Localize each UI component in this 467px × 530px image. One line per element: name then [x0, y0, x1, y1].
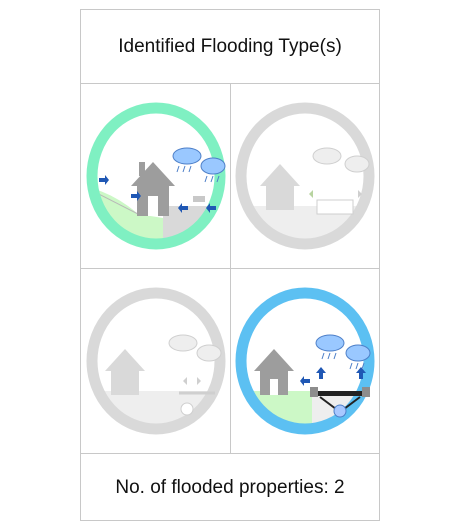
drainage-flooding-icon	[86, 287, 225, 435]
panel-title: Identified Flooding Type(s)	[81, 10, 379, 84]
flooded-properties-count: No. of flooded properties: 2	[115, 476, 345, 498]
flood-type-cell-1	[81, 84, 231, 269]
flood-type-cell-2	[231, 84, 379, 269]
flooding-types-panel: Identified Flooding Type(s)	[80, 9, 380, 521]
culvert-flooding-icon	[235, 287, 375, 435]
flood-type-cell-4	[231, 269, 379, 454]
surface-water-flooding-icon	[86, 102, 225, 250]
sewer-flooding-icon	[235, 102, 375, 250]
flood-type-cell-3	[81, 269, 231, 454]
